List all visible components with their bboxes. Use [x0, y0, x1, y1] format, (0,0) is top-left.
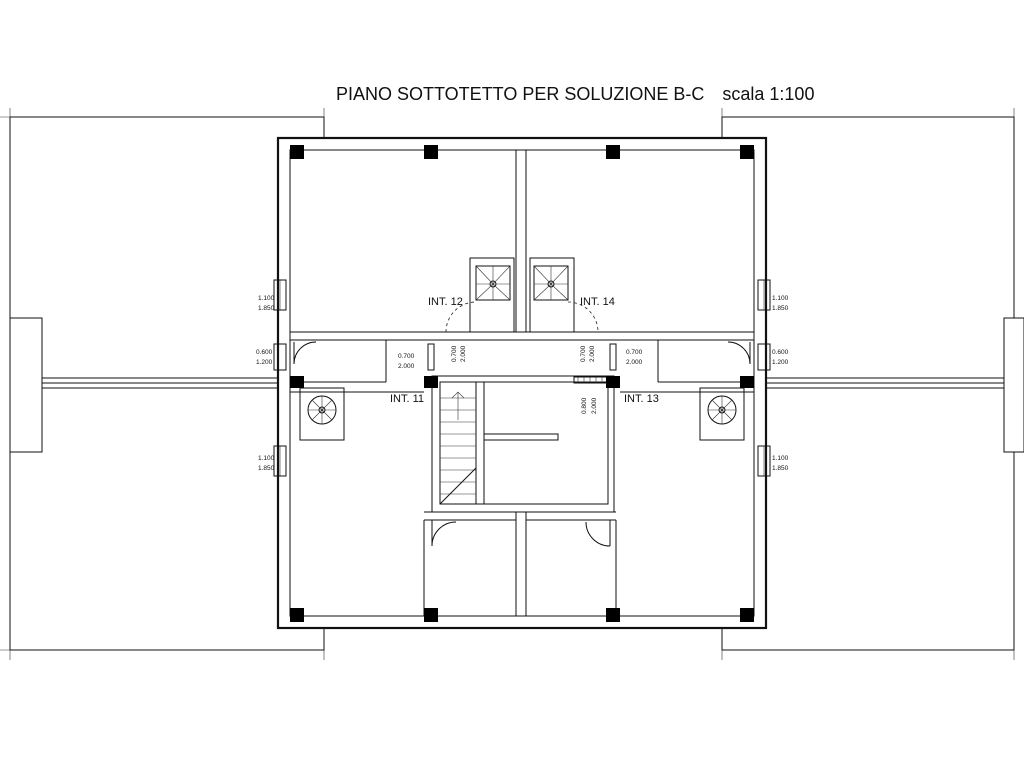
dim-door-v3-w: 0.800	[581, 397, 588, 414]
dim-right-lower-w: 1.100	[772, 455, 789, 462]
unit-label-int13: INT. 13	[624, 393, 659, 405]
unit-label-int12: INT. 12	[428, 296, 463, 308]
dim-door-left-h: 2.000	[398, 363, 415, 370]
spiral-stair-upper-left	[469, 257, 515, 333]
dim-right-mid-w: 0.600	[772, 349, 789, 356]
dim-right-mid-h: 1.200	[772, 359, 789, 366]
structural-columns	[290, 145, 754, 622]
dim-left-upper-w: 1.100	[258, 295, 275, 302]
terrace-right	[721, 108, 1024, 660]
window-symbols	[273, 279, 771, 477]
unit-label-int11: INT. 11	[390, 393, 424, 405]
spiral-stair-lower-left	[299, 387, 345, 441]
dim-right-upper-h: 1.850	[772, 305, 789, 312]
title-text: PIANO SOTTOTETTO PER SOLUZIONE B-C	[336, 84, 705, 104]
dim-right-lower-h: 1.850	[772, 465, 789, 472]
dim-door-v3-h: 2.000	[591, 397, 598, 414]
dim-left-mid-h: 1.200	[256, 359, 273, 366]
dim-door-right-w: 0.700	[626, 349, 643, 356]
dim-left-mid-w: 0.600	[256, 349, 273, 356]
dim-door-right-h: 2.000	[626, 359, 643, 366]
dim-door-v2-w: 0.700	[580, 345, 587, 362]
dim-door-v2-h: 2.000	[589, 345, 596, 362]
spiral-stair-lower-right	[699, 387, 745, 441]
dim-door-v1-w: 0.700	[451, 345, 458, 362]
spiral-stair-upper-right	[529, 257, 575, 333]
unit-label-int14: INT. 14	[580, 296, 615, 308]
dim-door-left-w: 0.700	[398, 353, 415, 360]
dim-door-v1-h: 2.000	[460, 345, 467, 362]
building-walls	[276, 136, 768, 630]
dim-left-upper-h: 1.850	[258, 305, 275, 312]
dim-left-lower-w: 1.100	[258, 455, 275, 462]
drawing-title: PIANO SOTTOTETTO PER SOLUZIONE B-C scala …	[336, 84, 814, 105]
scale-text: scala 1:100	[722, 84, 815, 104]
dim-right-upper-w: 1.100	[772, 295, 789, 302]
terrace-left	[0, 108, 325, 660]
dim-left-lower-h: 1.850	[258, 465, 275, 472]
